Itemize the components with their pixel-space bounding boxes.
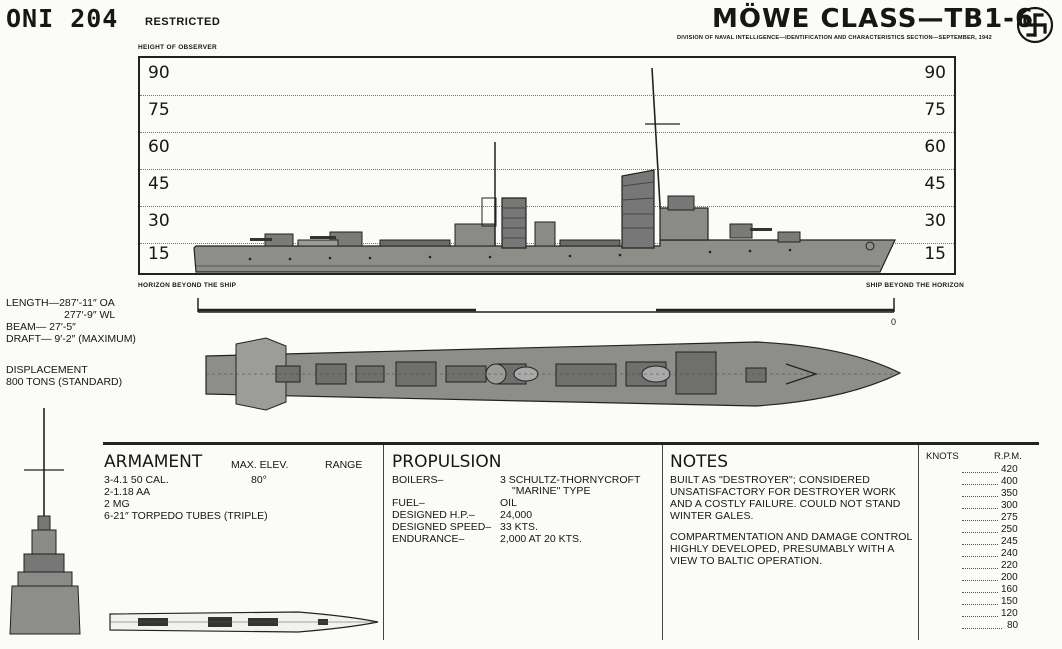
panel-divider	[918, 445, 919, 640]
page-subtitle: DIVISION OF NAVAL INTELLIGENCE—IDENTIFIC…	[677, 35, 992, 41]
rpm-value: 420	[1001, 464, 1018, 475]
gridline	[140, 206, 954, 207]
ship-plan-silhouette	[109, 611, 379, 633]
scale-label-45-right: 45	[924, 174, 946, 194]
propulsion-label: ENDURANCE–	[392, 533, 465, 545]
propulsion-value: 33 KTS.	[500, 521, 538, 533]
notes-heading: NOTES	[670, 452, 729, 472]
rpm-value: 400	[1001, 476, 1018, 487]
displacement-value: 800 TONS (STANDARD)	[6, 376, 123, 388]
distance-scale-bar	[197, 298, 895, 313]
document-id: ONI 204	[6, 4, 119, 33]
rpm-value: 275	[1001, 512, 1018, 523]
propulsion-label: DESIGNED H.P.–	[392, 509, 475, 521]
length-wl: 277′-9″ WL	[64, 309, 116, 321]
scale-label-75-right: 75	[924, 100, 946, 120]
scale-label-75: 75	[148, 100, 170, 120]
ship-side-profile	[193, 67, 896, 273]
armament-col-range: RANGE	[325, 459, 363, 471]
propulsion-value: 3 SCHULTZ-THORNYCROFT	[500, 474, 641, 486]
horizon-beyond-ship-label: HORIZON BEYOND THE SHIP	[138, 282, 237, 289]
rpm-value: 350	[1001, 488, 1018, 499]
rpm-value: 240	[1001, 548, 1018, 559]
ship-beyond-horizon-label: SHIP BEYOND THE HORIZON	[866, 282, 965, 289]
speed-col-knots: KNOTS	[926, 451, 959, 462]
gridline	[140, 132, 954, 133]
rpm-value: 245	[1001, 536, 1018, 547]
rpm-value: 160	[1001, 584, 1018, 595]
height-of-observer-label: HEIGHT OF OBSERVER	[138, 44, 217, 51]
draft: DRAFT— 9′-2″ (MAXIMUM)	[6, 333, 136, 345]
armament-item-elevation: 80°	[251, 474, 267, 486]
notes-paragraph: COMPARTMENTATION AND DAMAGE CONTROL HIGH…	[670, 531, 913, 567]
rpm-value: 120	[1001, 608, 1018, 619]
rpm-value: 300	[1001, 500, 1018, 511]
scale-label-30: 30	[148, 211, 170, 231]
rpm-value: 200	[1001, 572, 1018, 583]
distance-zero-label: 0	[891, 317, 897, 327]
scale-label-30-right: 30	[924, 211, 946, 231]
propulsion-label: DESIGNED SPEED–	[392, 521, 492, 533]
propulsion-heading: PROPULSION	[392, 452, 502, 472]
beam: BEAM— 27′-5″	[6, 321, 76, 333]
displacement-label: DISPLACEMENT	[6, 364, 88, 376]
ship-plan-view	[205, 337, 902, 411]
rpm-value: 150	[1001, 596, 1018, 607]
panel-divider	[662, 445, 663, 640]
propulsion-value: "MARINE" TYPE	[512, 485, 591, 497]
ship-bow-view	[9, 408, 81, 635]
propulsion-value: 24,000	[500, 509, 533, 521]
armament-item: 3-4.1 50 CAL.	[104, 474, 169, 486]
dimensions-block: LENGTH—287′-11″ OA 277′-9″ WL BEAM— 27′-…	[6, 297, 136, 345]
rpm-value: 80	[1007, 620, 1019, 631]
scale-label-90: 90	[148, 63, 170, 83]
armament-item: 2 MG	[104, 498, 130, 510]
scale-label-45: 45	[148, 174, 170, 194]
armament-col-elevation: MAX. ELEV.	[231, 459, 289, 471]
gridline	[140, 169, 954, 170]
page-title: MÖWE CLASS—TB1-6	[712, 4, 1035, 34]
panel-divider	[383, 445, 384, 640]
length-oa: LENGTH—287′-11″ OA	[6, 297, 115, 309]
speed-col-rpm: R.P.M.	[994, 451, 1022, 462]
armament-item: 6-21″ TORPEDO TUBES (TRIPLE)	[104, 510, 268, 522]
scale-label-15: 15	[148, 244, 170, 264]
armament-item: 2-1.18 AA	[104, 486, 151, 498]
scale-label-60: 60	[148, 137, 170, 157]
propulsion-label: FUEL–	[392, 497, 425, 509]
scale-label-60-right: 60	[924, 137, 946, 157]
classification-label: RESTRICTED	[145, 16, 221, 28]
rpm-value: 250	[1001, 524, 1018, 535]
height-scale-frame: 90 75 60 45 30 15 90 75 60 45 30 15	[138, 56, 956, 275]
swastika-roundel-icon	[1016, 6, 1054, 44]
armament-heading: ARMAMENT	[104, 452, 203, 472]
propulsion-value: 2,000 AT 20 KTS.	[500, 533, 582, 545]
gridline	[140, 95, 954, 96]
scale-label-90-right: 90	[924, 63, 946, 83]
displacement-block: DISPLACEMENT 800 TONS (STANDARD)	[6, 364, 122, 388]
notes-paragraph: BUILT AS "DESTROYER"; CONSIDERED UNSATIS…	[670, 474, 901, 522]
propulsion-value: OIL	[500, 497, 517, 509]
rpm-value: 220	[1001, 560, 1018, 571]
propulsion-label: BOILERS–	[392, 474, 444, 486]
scale-label-15-right: 15	[924, 244, 946, 264]
panel-top-rule	[103, 442, 1039, 445]
